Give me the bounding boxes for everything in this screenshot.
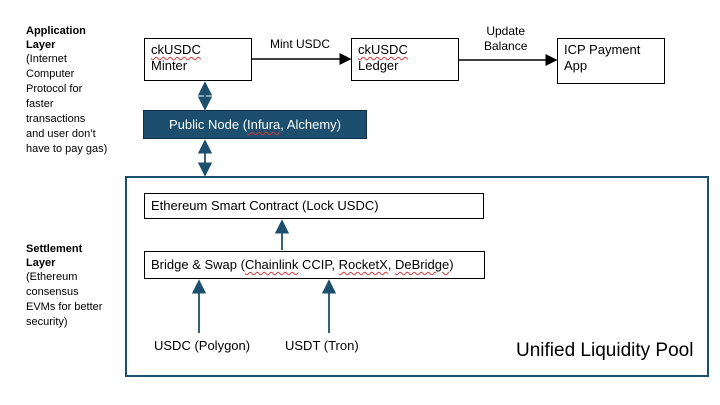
application-layer-description: (Internet Computer Protocol for faster t… [26,53,108,155]
update-balance-label: Update Balance [484,24,528,53]
settlement-layer-description: (Ethereum consensus EVMs for better secu… [26,271,103,328]
pool-label: Unified Liquidity Pool [516,340,694,361]
application-layer-title: Application Layer [26,25,86,51]
icp-payment-app-node: ICP Payment App [557,38,665,84]
bridge-swap-node: Bridge & Swap (Chainlink CCIP, RocketX, … [144,251,485,279]
ckusdc-minter-node: ckUSDC Minter [144,38,252,81]
usdc-polygon-label: USDC (Polygon) [154,338,251,353]
ethereum-smart-contract-node: Ethereum Smart Contract (Lock USDC) [144,193,484,219]
public-node: Public Node (Infura, Alchemy) [143,110,367,139]
unified-liquidity-pool [125,176,709,377]
mint-usdc-label: Mint USDC [270,37,331,51]
settlement-layer-title: Settlement Layer [26,243,83,269]
usdt-tron-label: USDT (Tron) [285,338,359,353]
ckusdc-ledger-node: ckUSDC Ledger [351,38,459,81]
